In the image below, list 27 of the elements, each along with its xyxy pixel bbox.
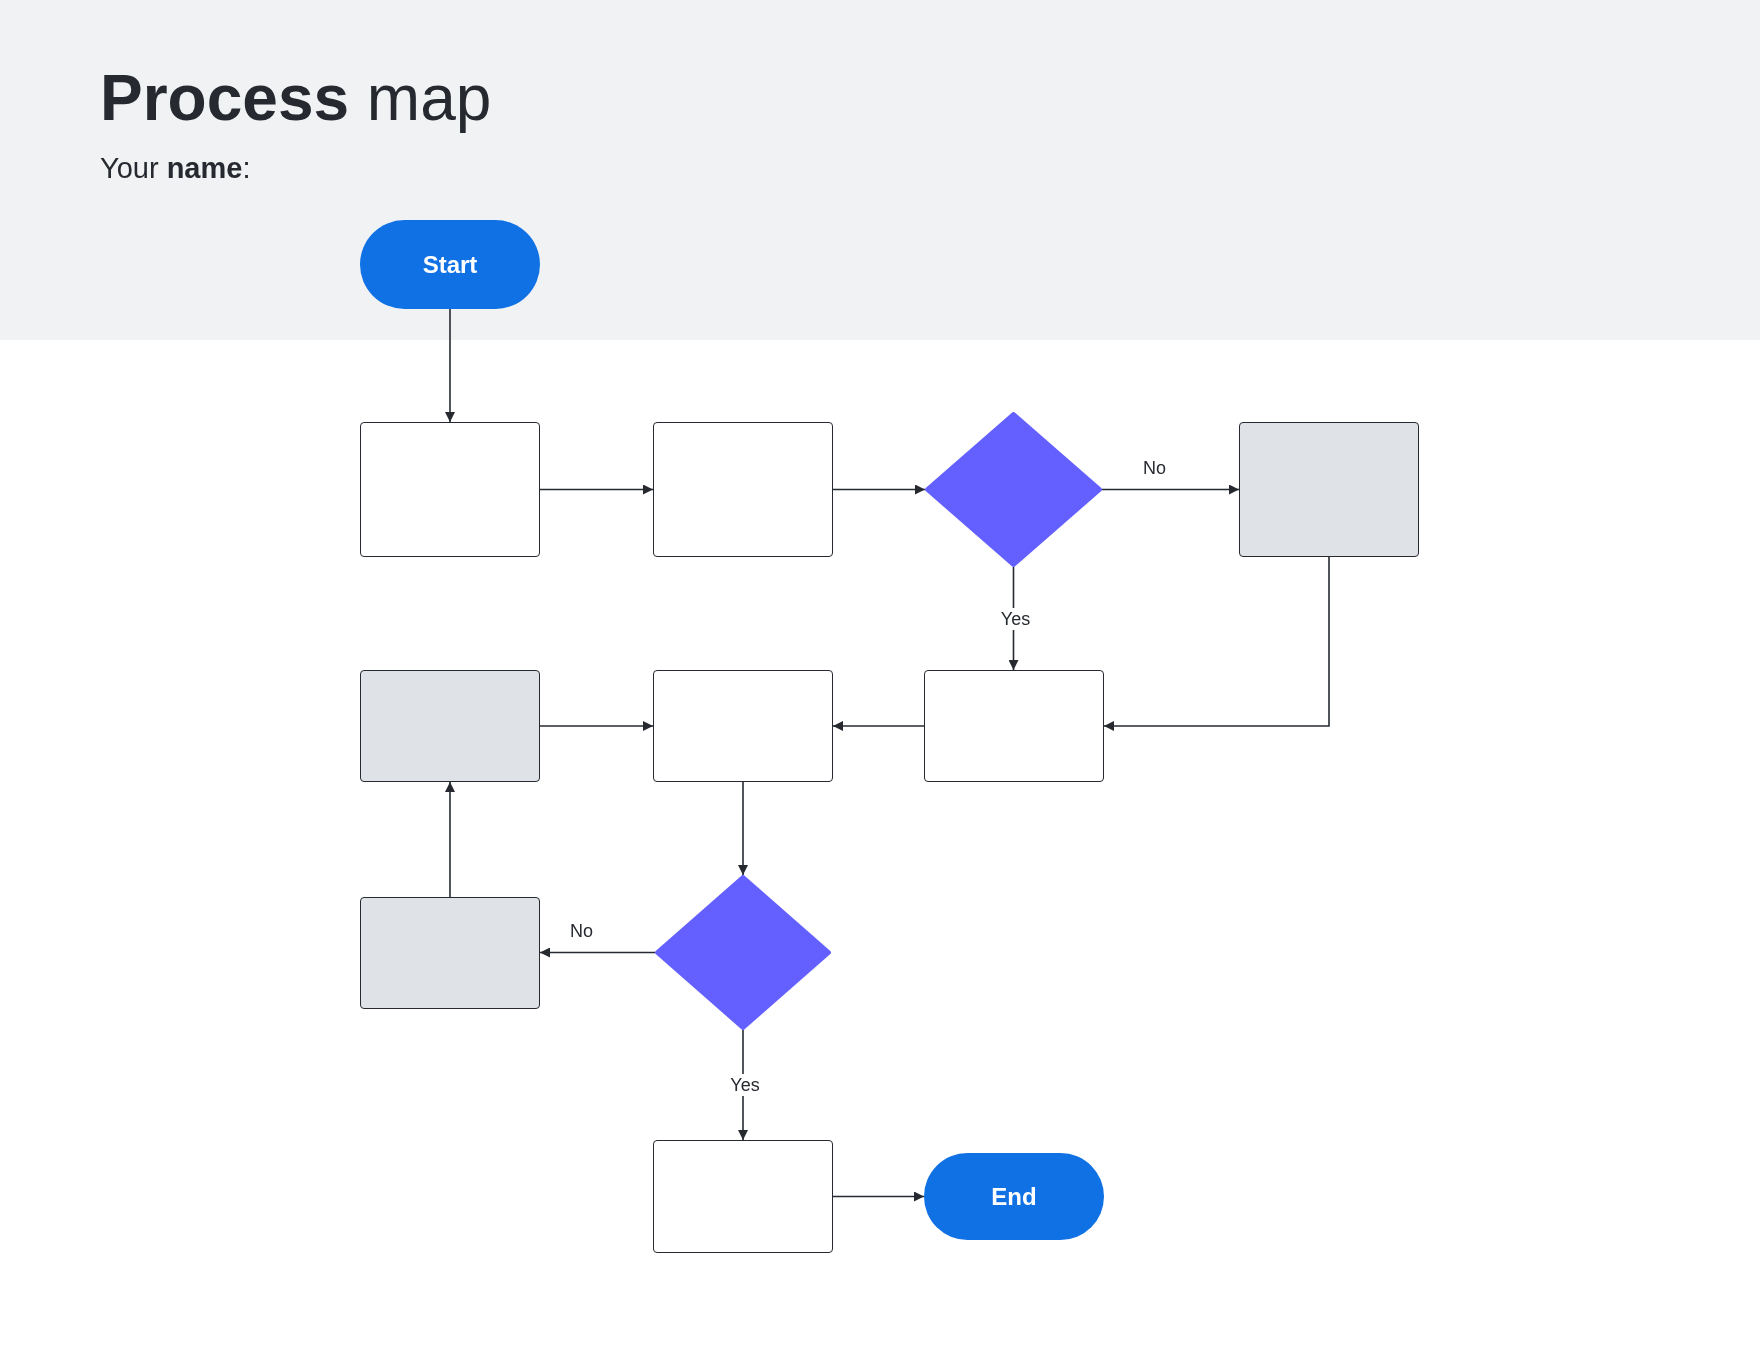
process-box <box>924 670 1104 782</box>
process-box <box>653 422 833 557</box>
process-box <box>653 1140 833 1253</box>
terminal-pill: Start <box>360 220 540 309</box>
process-box <box>653 670 833 782</box>
arrow <box>539 484 654 495</box>
edge-label: No <box>569 919 594 942</box>
process-box <box>360 670 540 782</box>
name-prompt-text: Your name: <box>100 152 251 185</box>
process-box <box>1239 422 1419 557</box>
arrow <box>445 781 455 898</box>
edge-label: No <box>1142 456 1167 479</box>
arrow <box>832 721 925 731</box>
arrow <box>832 484 926 495</box>
arrow <box>1101 484 1240 495</box>
arrow <box>738 781 748 876</box>
decision-diamond <box>655 875 831 1030</box>
title: Process map <box>100 61 492 136</box>
arrow <box>539 947 656 958</box>
process-box <box>360 422 540 557</box>
decision-diamond <box>925 412 1102 567</box>
arrow <box>539 721 654 731</box>
arrow <box>445 308 455 423</box>
arrow <box>832 1191 925 1202</box>
arrow <box>1103 556 1330 731</box>
process-box <box>360 897 540 1009</box>
terminal-pill: End <box>924 1153 1104 1240</box>
